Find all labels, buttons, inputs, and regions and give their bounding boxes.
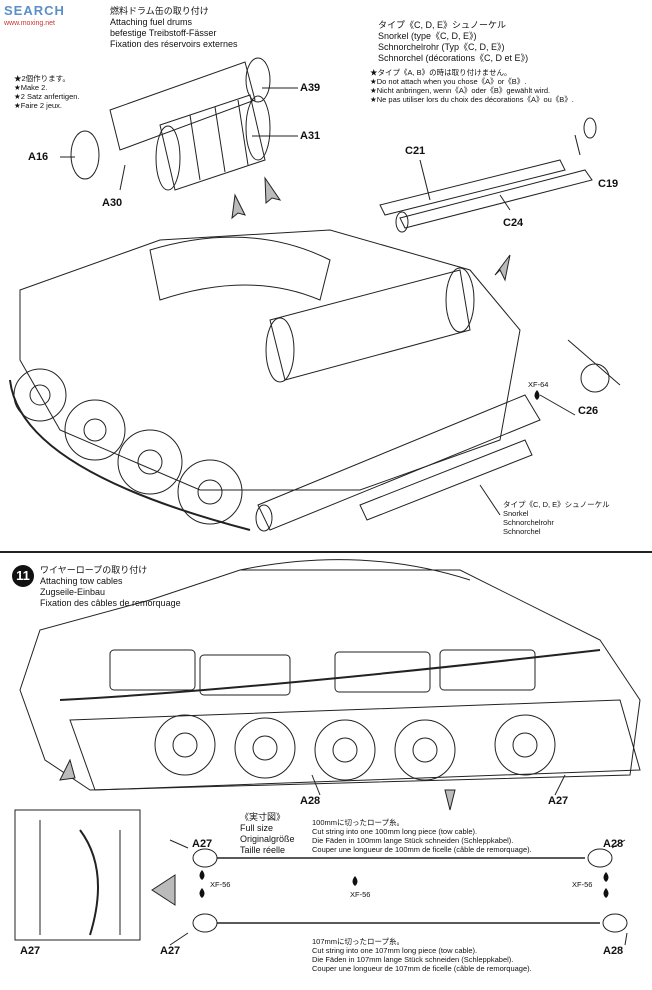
cable107-de: Die Fäden in 107mm lange Stück schneiden… bbox=[312, 955, 514, 964]
snorkel-c24 bbox=[399, 169, 593, 229]
cable107-fr: Couper une longueur de 107mm de ficelle … bbox=[312, 964, 532, 973]
step11-en: Attaching tow cables bbox=[40, 576, 123, 586]
part-c26: C26 bbox=[578, 405, 599, 417]
paint-drop-xf64 bbox=[534, 390, 540, 400]
fullsize-fr: Taille réelle bbox=[240, 845, 286, 855]
watermark-site: www.moxing.net bbox=[4, 20, 55, 27]
make2-fr: ★Faire 2 jeux. bbox=[14, 101, 62, 110]
paint-xf56-left: XF-56 bbox=[210, 880, 231, 889]
callout-de: Schnorchelrohr bbox=[503, 518, 554, 527]
drums-fr: Fixation des réservoirs externes bbox=[110, 39, 238, 49]
fullsize-de: Originalgröße bbox=[240, 834, 295, 844]
step-11-number: 11 bbox=[12, 565, 34, 587]
warn-jp: ★タイプ《A, B》の時は取り付けません。 bbox=[370, 68, 512, 77]
step-divider bbox=[0, 551, 652, 553]
drum-bracket bbox=[109, 61, 256, 151]
snorkel-warning: ★タイプ《A, B》の時は取り付けません。 ★Do not attach whe… bbox=[370, 68, 574, 104]
cable-107-note: 107mmに切ったロープ糸。 Cut string into one 107mm… bbox=[312, 937, 532, 973]
paint-drop-xf56-left1 bbox=[199, 870, 205, 880]
tow-cable-mounted bbox=[59, 649, 601, 701]
snorkel-instruction: タイプ《C, D, E》シュノーケル Snorkel (type《C, D, E… bbox=[378, 20, 528, 64]
part-c24: C24 bbox=[503, 217, 524, 229]
drum-end-cap-a16 bbox=[70, 130, 100, 180]
snorkel-jp: タイプ《C, D, E》シュノーケル bbox=[378, 20, 507, 30]
warn-en: ★Do not attach when you chose《A》or《B》. bbox=[370, 77, 527, 86]
snorkel-c21 bbox=[379, 159, 566, 216]
make2-de: ★2 Satz anfertigen. bbox=[14, 92, 80, 101]
snorkel-fr: Schnorchel (décorations《C, D et E》) bbox=[378, 53, 529, 63]
part-a28-hull: A28 bbox=[300, 795, 321, 807]
warn-de: ★Nicht anbringen, wenn《A》oder《B》gewählt … bbox=[370, 86, 551, 95]
step11-de: Zugseile-Einbau bbox=[40, 587, 106, 597]
fullsize-jp: 《実寸図》 bbox=[240, 812, 286, 822]
drums-de: befestige Treibstoff-Fässer bbox=[110, 28, 217, 38]
drum-body-a31 bbox=[159, 94, 266, 191]
part-c19: C19 bbox=[598, 178, 619, 190]
paint-drop-xf56-right2 bbox=[603, 888, 609, 898]
part-a27-top: A27 bbox=[192, 838, 213, 850]
drums-instruction: 燃料ドラム缶の取り付け Attaching fuel drums befesti… bbox=[110, 6, 238, 50]
callout-en: Snorkel bbox=[503, 509, 529, 518]
callout-jp: タイプ《C, D, E》シュノーケル bbox=[503, 500, 610, 509]
fuel-drums-mounted bbox=[269, 269, 471, 381]
part-a27-bottom: A27 bbox=[160, 945, 181, 957]
warn-fr: ★Ne pas utiliser lors du choix des décor… bbox=[370, 95, 574, 104]
tank-hull-side bbox=[19, 569, 641, 791]
make-two-note: ★2個作ります。 ★Make 2. ★2 Satz anfertigen. ★F… bbox=[14, 74, 80, 110]
snorkel-callout: タイプ《C, D, E》シュノーケル Snorkel Schnorchelroh… bbox=[503, 500, 610, 536]
part-c21: C21 bbox=[405, 145, 426, 157]
cable100-jp: 100mmに切ったロープ糸。 bbox=[312, 818, 405, 827]
step11-jp: ワイヤーロープの取り付け bbox=[40, 565, 148, 575]
cable107-jp: 107mmに切ったロープ糸。 bbox=[312, 937, 405, 946]
paint-drop-xf56-right1 bbox=[603, 872, 609, 882]
watermark: SEARCH bbox=[4, 2, 65, 20]
paint-xf56-right: XF-56 bbox=[572, 880, 593, 889]
watermark-brand: SEARCH bbox=[4, 3, 65, 18]
cable100-fr: Couper une longueur de 100mm de ficelle … bbox=[312, 845, 532, 854]
paint-xf56-mid: XF-56 bbox=[350, 890, 371, 899]
paint-drop-xf56-mid bbox=[352, 876, 358, 886]
cable107-en: Cut string into one 107mm long piece (to… bbox=[312, 946, 478, 955]
snorkel-en: Snorkel (type《C, D, E》) bbox=[378, 31, 477, 41]
part-a31: A31 bbox=[300, 130, 321, 142]
tank-hull-rear bbox=[19, 229, 521, 491]
full-size-label: 《実寸図》 Full size Originalgröße Taille rée… bbox=[240, 812, 295, 856]
part-a28-top: A28 bbox=[603, 838, 624, 850]
make2-en: ★Make 2. bbox=[14, 83, 48, 92]
fullsize-en: Full size bbox=[240, 823, 274, 833]
drums-en: Attaching fuel drums bbox=[110, 17, 193, 27]
part-a28-bottom: A28 bbox=[603, 945, 624, 957]
snorkel-de: Schnorchelrohr (Typ《C, D, E》) bbox=[378, 42, 505, 52]
drums-jp: 燃料ドラム缶の取り付け bbox=[110, 6, 209, 16]
make2-jp: ★2個作ります。 bbox=[14, 74, 70, 83]
part-a39: A39 bbox=[300, 82, 321, 94]
cable-100-note: 100mmに切ったロープ糸。 Cut string into one 100mm… bbox=[312, 818, 532, 854]
part-a27-inset: A27 bbox=[20, 945, 41, 957]
part-a27-hull: A27 bbox=[548, 795, 569, 807]
part-a30: A30 bbox=[102, 197, 123, 209]
paint-xf64: XF-64 bbox=[528, 380, 549, 389]
cable100-en: Cut string into one 100mm long piece (to… bbox=[312, 827, 478, 836]
part-a16: A16 bbox=[28, 151, 49, 163]
step-11-title: ワイヤーロープの取り付け Attaching tow cables Zugsei… bbox=[40, 565, 181, 609]
drum-end-cap-a39 bbox=[245, 57, 271, 103]
paint-drop-xf56-left2 bbox=[199, 888, 205, 898]
snorkel-cap-c19 bbox=[583, 117, 597, 139]
snorkel-c26 bbox=[257, 394, 541, 531]
cable100-de: Die Fäden in 100mm lange Stück schneiden… bbox=[312, 836, 514, 845]
step11-fr: Fixation des câbles de remorquage bbox=[40, 598, 181, 608]
callout-fr: Schnorchel bbox=[503, 527, 541, 536]
